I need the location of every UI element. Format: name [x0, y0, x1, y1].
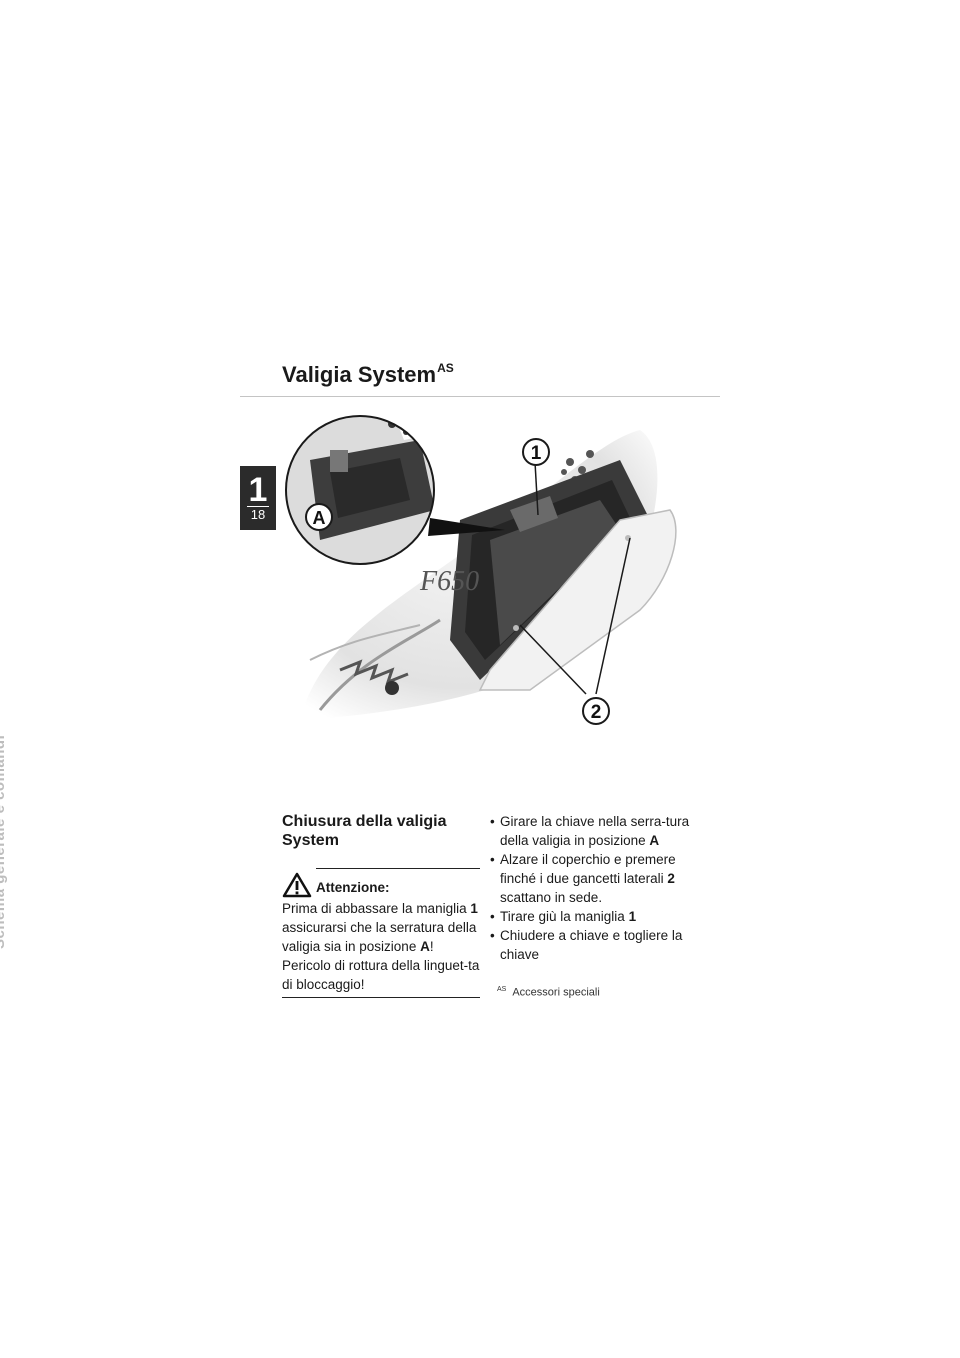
callout-2-label: 2 — [591, 702, 602, 723]
side-label-text: Schema generale e comandi — [0, 734, 8, 949]
chapter-number: 1 — [248, 471, 268, 509]
step-text: scattano in sede. — [500, 890, 603, 905]
step-item: Chiudere a chiave e togliere la chiave — [490, 926, 700, 964]
exhaust-spring — [339, 659, 409, 685]
step-item: Alzare il coperchio e premere finché i d… — [490, 850, 700, 907]
page-title-text: Valigia System — [282, 362, 437, 387]
step-text: Alzare il coperchio e premere finché i d… — [500, 852, 676, 886]
callout-a-label: A — [313, 508, 326, 528]
callout-a-badge — [305, 503, 333, 531]
warning-text-part: Prima di abbassare la maniglia — [282, 901, 471, 916]
side-hook — [513, 625, 519, 631]
step-item: Girare la chiave nella serra-tura della … — [490, 812, 700, 850]
chapter-tab: 1 18 — [240, 466, 276, 530]
warning-title: Attenzione: — [316, 880, 390, 895]
warning-bottom-rule — [282, 997, 480, 998]
step-key-ref: 1 — [628, 909, 637, 924]
footnote-marker: AS — [497, 986, 507, 993]
model-decal: F650 — [419, 566, 479, 597]
step-text: Girare la chiave nella serra-tura della … — [500, 814, 690, 848]
side-section-label: Schema generale e comandi — [0, 409, 8, 949]
title-superscript: AS — [437, 361, 454, 375]
side-case — [450, 460, 677, 691]
callout-1-leader — [534, 461, 539, 516]
warning-triangle-icon — [282, 872, 312, 898]
page-number-divider — [247, 506, 269, 507]
frame-line — [309, 624, 421, 661]
footnote: AS Accessori speciali — [497, 986, 600, 999]
callout-1-label: 1 — [531, 443, 542, 464]
warning-danger-text: Pericolo di rottura della linguet-ta di … — [282, 958, 480, 992]
warning-text-part: ! — [429, 939, 434, 954]
warning-key-ref: 1 — [470, 901, 478, 916]
callout-2-leader — [595, 537, 631, 695]
callout-2-badge — [582, 697, 610, 725]
inset-pointer — [428, 518, 505, 536]
step-text: Chiudere a chiave e togliere la chiave — [500, 928, 683, 962]
page-number: 18 — [250, 507, 266, 522]
frame-line — [318, 618, 441, 711]
footnote-text: Accessori speciali — [512, 986, 600, 999]
case-handle — [510, 496, 558, 532]
warning-key-ref: A — [420, 939, 430, 954]
step-item: Tirare giù la maniglia 1 — [490, 907, 700, 926]
warning-top-rule — [316, 868, 480, 869]
section-heading: Chiusura della valigia System — [282, 813, 447, 849]
callout-2-leader — [519, 624, 587, 695]
callout-1-badge — [522, 438, 550, 466]
procedure-steps: Girare la chiave nella serra-tura della … — [490, 812, 700, 964]
case-illustration: F650 1 2 A — [285, 415, 677, 725]
step-key-ref: A — [649, 833, 660, 848]
step-text: Tirare giù la maniglia — [500, 909, 629, 924]
step-key-ref: 2 — [667, 871, 675, 886]
warning-text-part: assicurarsi che la serratura della valig… — [282, 920, 477, 954]
page-title: Valigia SystemAS — [282, 361, 454, 388]
title-divider — [240, 396, 720, 397]
lock-detail-inset — [285, 415, 435, 565]
bolt-icon — [385, 681, 399, 695]
warning-text: Prima di abbassare la maniglia 1 assicur… — [282, 899, 480, 994]
